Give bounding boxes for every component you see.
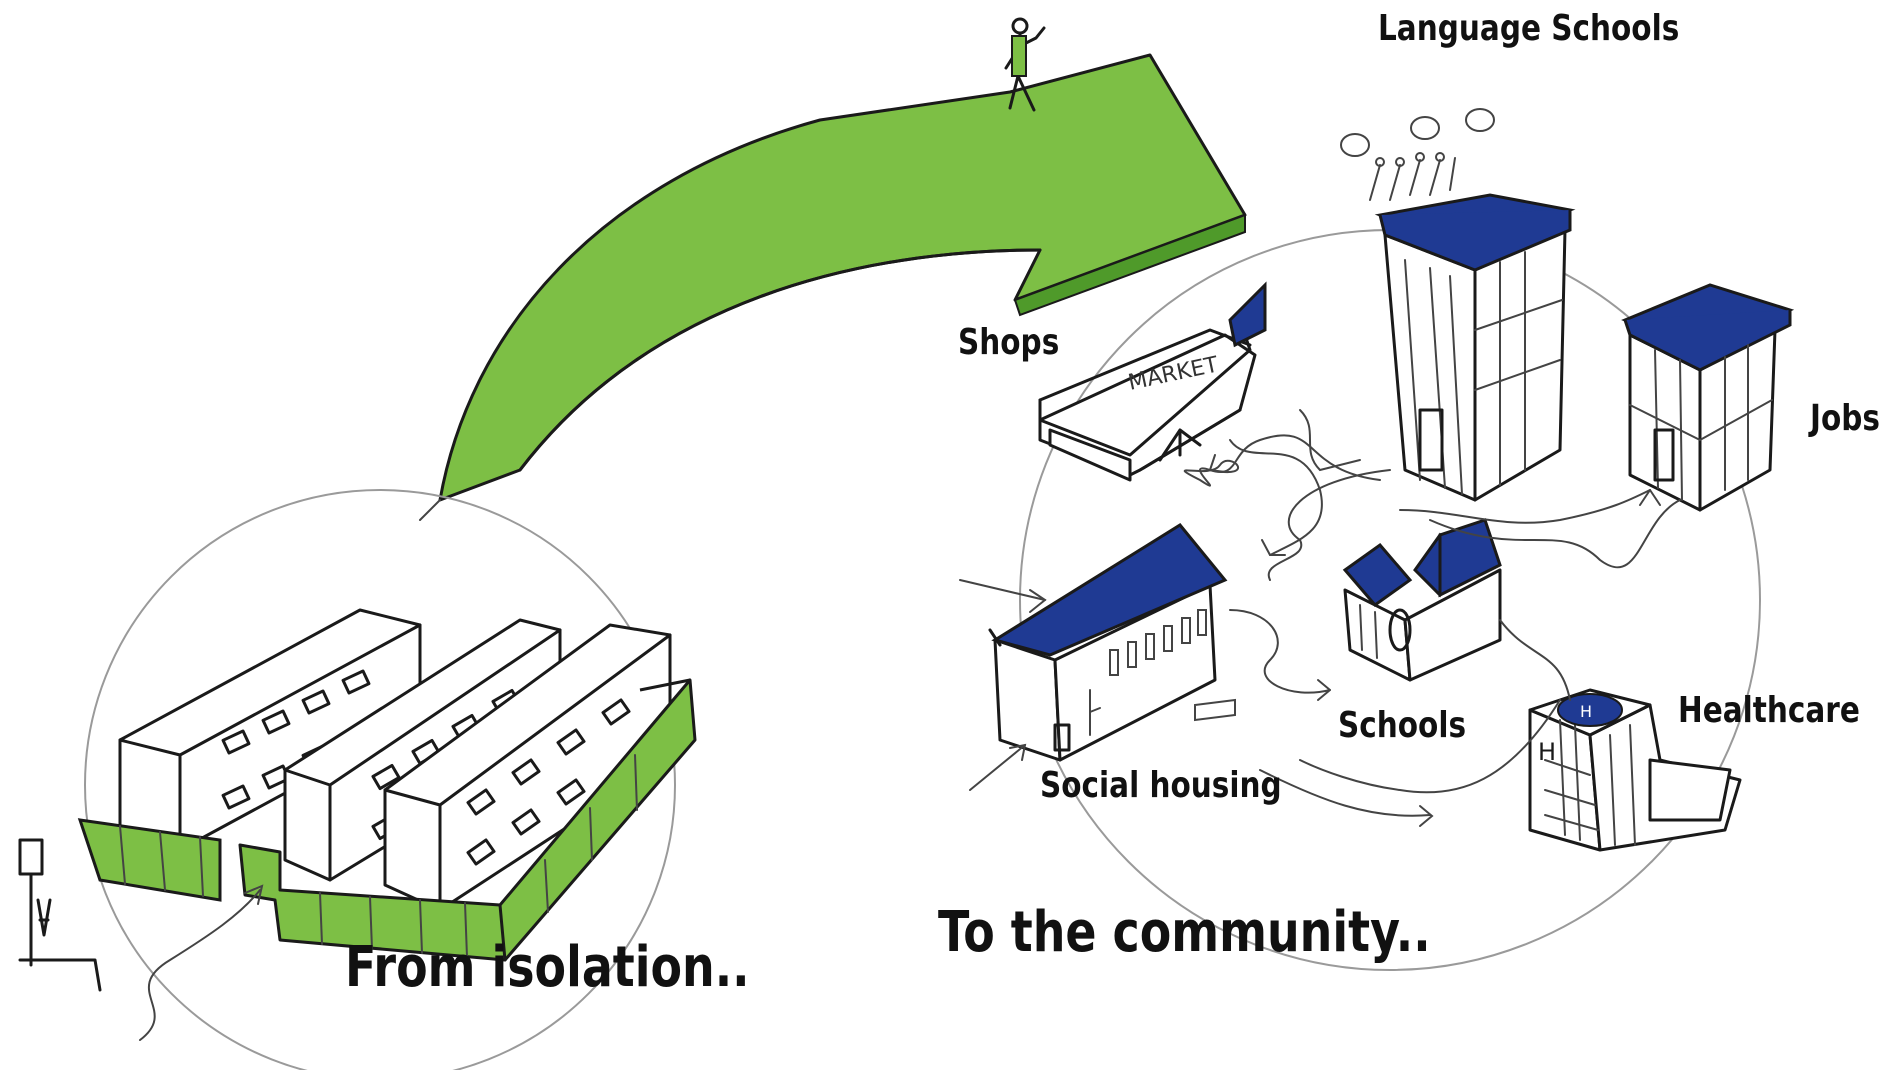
to-the-community-label: To the community.. (938, 900, 1431, 965)
jobs-label: Jobs (1810, 398, 1880, 439)
hospital-building: H H (1528, 688, 1742, 852)
green-fence (77, 678, 697, 962)
helipad-h-text: H (1580, 702, 1592, 721)
from-isolation-label: From isolation.. (345, 935, 750, 1000)
social-housing-building (988, 523, 1228, 762)
walking-person-icon (1004, 17, 1046, 112)
jobs-tower (1621, 283, 1795, 512)
transition-arrow (419, 53, 1247, 521)
community-scene: MARKET (959, 108, 1795, 971)
speaking-people-icon (1340, 108, 1495, 201)
barrack-building (383, 623, 672, 912)
sign-icon (18, 838, 102, 992)
language-schools-label: Language Schools (1378, 8, 1680, 49)
connection-arrows (959, 409, 1681, 827)
school-building (1342, 518, 1502, 682)
social-housing-label: Social housing (1040, 765, 1282, 806)
shops-label: Shops (958, 322, 1060, 363)
isolation-circle (84, 489, 676, 1070)
isolation-scene (18, 489, 697, 1070)
language-school-tower (1374, 193, 1576, 502)
schools-label: Schools (1338, 705, 1467, 746)
hospital-h-text: H (1538, 738, 1556, 766)
healthcare-label: Healthcare (1678, 690, 1860, 731)
market-building: MARKET (1038, 281, 1267, 482)
